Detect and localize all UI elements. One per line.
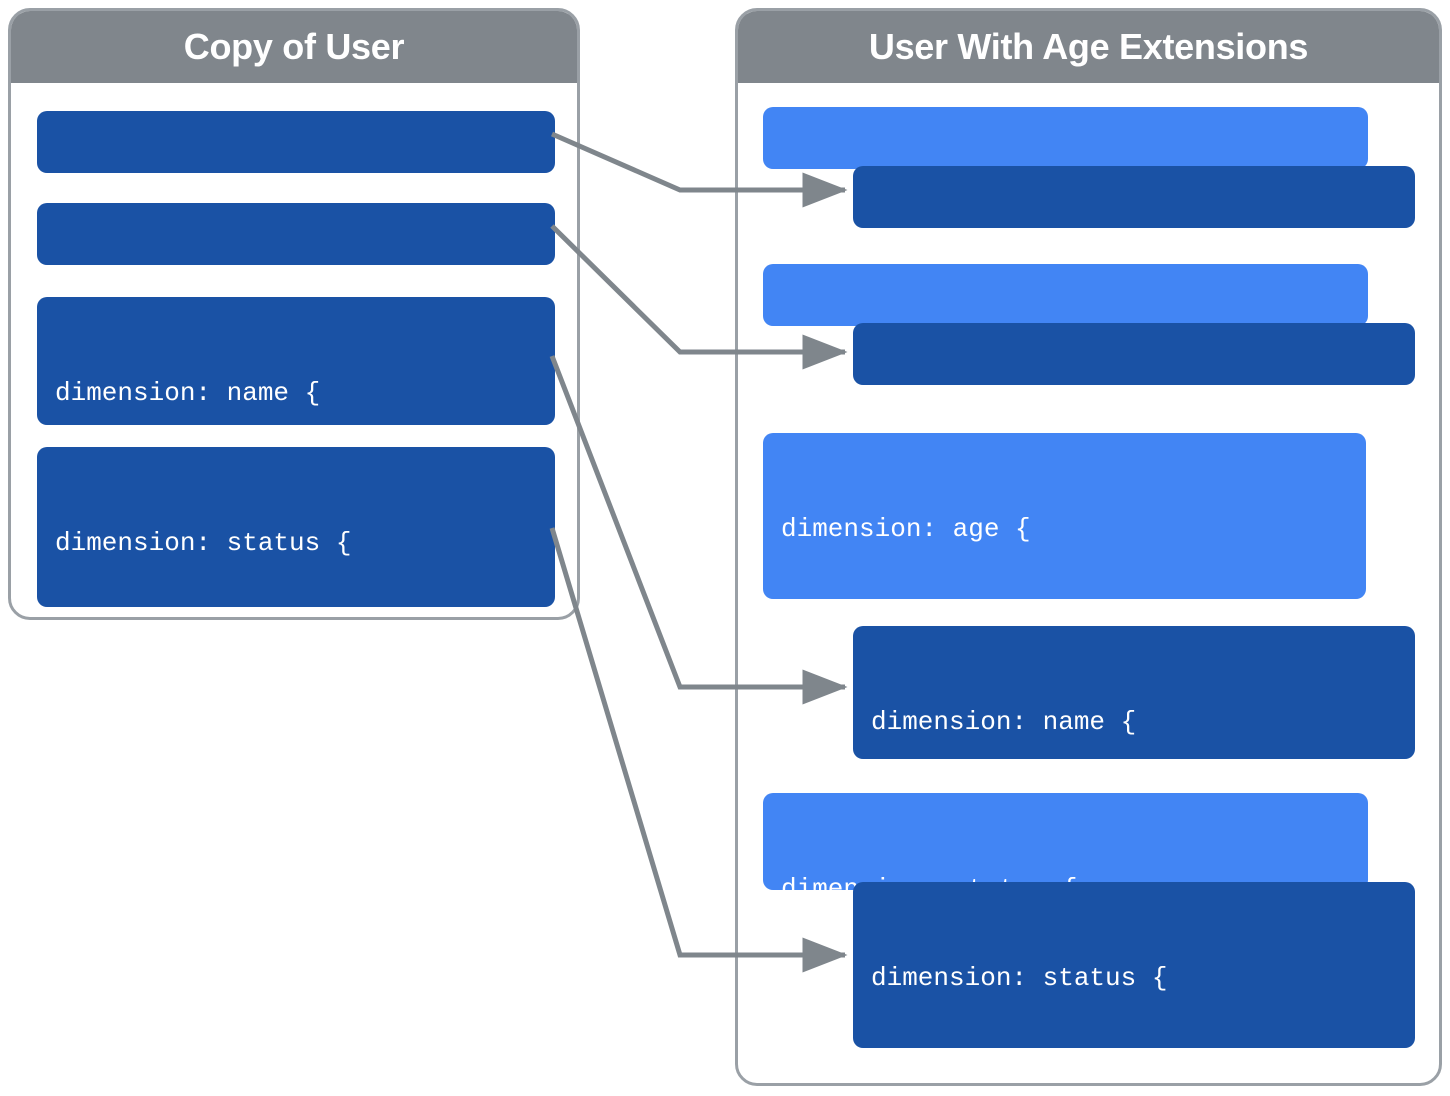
panel-left-header: Copy of User	[11, 11, 577, 83]
right-suggestions-yes-inherited-block[interactable]: suggestions: yes	[853, 323, 1415, 385]
right-dimension-status-override-block[interactable]: dimension: status { type: string	[763, 793, 1368, 890]
right-dimension-age-block[interactable]: dimension: age { type: number sql: ${TAB…	[763, 433, 1366, 599]
left-suggestions-block[interactable]: suggestions: yes	[37, 203, 555, 265]
right-suggestions-no-block[interactable]: suggestions: no	[763, 264, 1368, 326]
panel-copy-of-user: Copy of User view: user { suggestions: y…	[8, 8, 580, 620]
left-view-user-block[interactable]: view: user {	[37, 111, 555, 173]
left-dimension-name-block[interactable]: dimension: name { sql: ${TABLE}.name ;; …	[37, 297, 555, 425]
right-view-extension-block[interactable]: view: user_with_age_extensions {	[763, 107, 1368, 169]
right-dimension-status-inherited-block[interactable]: dimension: status { sql: ${TABLE}.status…	[853, 882, 1415, 1048]
panel-right-title: User With Age Extensions	[868, 26, 1309, 67]
panel-left-title: Copy of User	[183, 26, 405, 67]
panel-user-with-age-extensions: User With Age Extensions view: user_with…	[735, 8, 1442, 1086]
right-dimension-name-inherited-block[interactable]: dimension: name { sql: ${TABLE}.name ;; …	[853, 626, 1415, 759]
panel-right-header: User With Age Extensions	[738, 11, 1439, 83]
right-view-user-inherited-block[interactable]: view: user {	[853, 166, 1415, 228]
left-dimension-status-block[interactable]: dimension: status { sql: ${TABLE}.status…	[37, 447, 555, 607]
